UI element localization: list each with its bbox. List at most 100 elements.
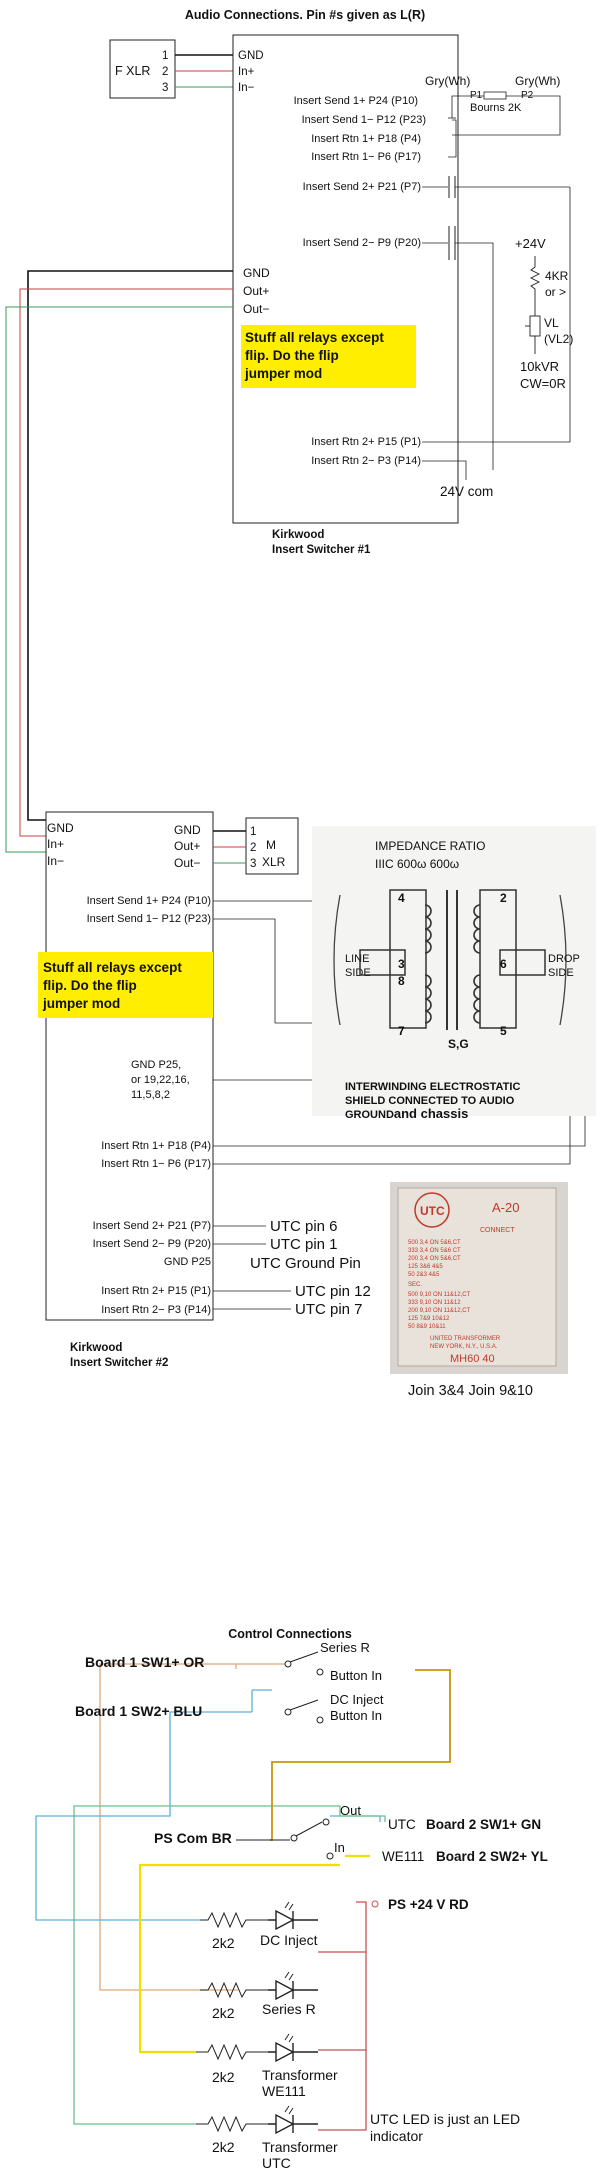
led-icon-2: [268, 1979, 318, 2001]
switch1-pivot: [284, 1660, 292, 1668]
coil-right-bot: [473, 974, 481, 1024]
line-side-2: SIDE: [345, 967, 371, 979]
sw1-note-line1: Stuff all relays except: [245, 330, 384, 345]
photo-code: MH60 40: [450, 1353, 495, 1365]
utc-pin-7: UTC pin 7: [295, 1301, 363, 1318]
sw1-note-line3: jumper mod: [244, 366, 322, 381]
t-pin-6: 6: [500, 957, 507, 971]
resistor-4: [196, 2115, 268, 2133]
led-name-1: DC Inject: [260, 1932, 318, 1948]
label-sw2-blu: Board 1 SW2+ BLU: [75, 1703, 202, 1719]
t-pin-8: 8: [398, 974, 405, 988]
label-sw1-or: Board 1 SW1+ OR: [85, 1654, 204, 1670]
t-sg: S,G: [448, 1037, 469, 1051]
sw1-out-gnd: GND: [243, 266, 270, 280]
core-left: [389, 889, 427, 1029]
label-ps-com: PS Com BR: [154, 1830, 232, 1846]
led-row-2: 2k2 Series R: [200, 1971, 318, 2021]
wire-orange-sw1: [99, 1663, 285, 1991]
sw2-out-plus: Out+: [174, 839, 200, 853]
led-icon-3: [268, 2041, 318, 2063]
led-arrows-2: [284, 1971, 294, 1981]
bracket-right: [559, 894, 567, 1026]
mxlr-pin-2: 2: [250, 842, 256, 854]
mxlr-label-2: XLR: [262, 855, 286, 869]
ground-text: GROUNDand chassis: [345, 1106, 468, 1121]
led-icon-4: [268, 2113, 318, 2135]
photo-row: 333 9,10 ON 11&12: [408, 1300, 461, 1306]
send2m-wire-out: [455, 242, 494, 470]
pot-cw: CW=0R: [520, 376, 566, 391]
label-in: In: [334, 1840, 345, 1855]
led-row-1: 2k2 DC Inject: [200, 1901, 318, 1951]
wire-gnd-sw1-sw2: [27, 270, 233, 821]
sw2-out-gnd: GND: [174, 823, 201, 837]
sw1-pin-send2m: Insert Send 2− P9 (P20): [303, 237, 421, 249]
pot-10kvr: 10kVR: [520, 359, 559, 374]
t-pin-4: 4: [398, 891, 405, 905]
bourns-resistor: [483, 91, 507, 100]
photo-row: 200 3,4 ON 5&6,CT: [408, 1256, 461, 1262]
sw1-pin-send1p: Insert Send 1+ P24 (P10): [294, 95, 418, 107]
mxlr-box: [245, 817, 299, 875]
photo-connect: CONNECT: [480, 1227, 515, 1234]
sw2-name-line1: Kirkwood: [70, 1342, 122, 1354]
label-dc-inject-btn: DC Inject: [330, 1692, 384, 1707]
sw1-in-plus: In+: [238, 66, 255, 78]
res-label-3: 2k2: [212, 2069, 235, 2085]
sw2-pin-send1p: Insert Send 1+ P24 (P10): [87, 895, 211, 907]
t-pin-2: 2: [500, 891, 507, 905]
pot-vl2: (VL2): [544, 332, 573, 346]
sw1-pin-send2p: Insert Send 2+ P21 (P7): [303, 181, 421, 193]
control-title: Control Connections: [228, 1627, 352, 1641]
sw1-pin-rtn1m: Insert Rtn 1− P6 (P17): [311, 151, 421, 163]
wire-plus-sw1-sw2: [19, 288, 233, 837]
sw1-name-line1: Kirkwood: [272, 529, 324, 541]
photo-row: 50 8&9 10&11: [408, 1324, 446, 1330]
bourns-loop-right: [452, 95, 561, 136]
sw1-note-line2: flip. Do the flip: [245, 348, 339, 363]
sw2-gnd-block-3: 11,5,8,2: [131, 1089, 170, 1101]
audio-title: Audio Connections. Pin #s given as L(R): [185, 8, 425, 22]
mxlr-pin-3: 3: [250, 858, 256, 870]
fxlr-box: [109, 39, 176, 99]
label-utc: UTC: [388, 1817, 416, 1832]
mxlr-label-1: M: [266, 838, 276, 852]
led-name-2: Series R: [262, 2001, 316, 2017]
ground-word: GROUND: [345, 1109, 394, 1121]
switch1-arm: [289, 1651, 319, 1663]
drop-side-1: DROP: [548, 953, 580, 965]
utc-led-note-2: indicator: [370, 2128, 423, 2144]
label-button-in-1: Button In: [330, 1668, 382, 1683]
t-pin-3: 3: [398, 957, 405, 971]
drop-side-2: SIDE: [548, 967, 574, 979]
sw2-gnd-block-1: GND P25,: [131, 1059, 181, 1071]
led-name-3a: Transformer: [262, 2067, 338, 2083]
led-name-4a: Transformer: [262, 2139, 338, 2155]
photo-caption: Join 3&4 Join 9&10: [408, 1383, 533, 1399]
wire-red-bus: [318, 1901, 367, 2131]
photo-plate: [397, 1187, 557, 1367]
shield-text-2: SHIELD CONNECTED TO AUDIO: [345, 1095, 515, 1107]
sw1-pin-rtn2p: Insert Rtn 2+ P15 (P1): [311, 436, 421, 448]
label-we111: WE111: [382, 1849, 424, 1864]
led-arrows-1: [284, 1901, 294, 1911]
pot-p1: P1: [470, 90, 483, 101]
wire-minus-sw1-sw2: [5, 306, 233, 853]
photo-row: SEC.: [408, 1282, 422, 1288]
sw2-name-line2: Insert Switcher #2: [70, 1357, 168, 1369]
label-ps24: PS +24 V RD: [388, 1897, 469, 1912]
fxlr-label: F XLR: [115, 64, 150, 78]
sw2-pin-rtn1p: Insert Rtn 1+ P18 (P4): [101, 1140, 211, 1152]
mxlr-pin-1: 1: [250, 826, 256, 838]
sw2-gnd-block-2: or 19,22,16,: [131, 1074, 190, 1086]
relay-out-contact: [322, 1818, 330, 1826]
pot-gry2: Gry(Wh): [515, 74, 560, 88]
photo-row: 50 2&3 4&5: [408, 1272, 440, 1278]
pot-com: 24V com: [440, 484, 493, 499]
res-label-1: 2k2: [212, 1935, 235, 1951]
sw2-note-highlight: [38, 952, 213, 1018]
photo-row: 200 9,10 ON 11&12,CT: [408, 1308, 471, 1314]
sw1-pin-send1m: Insert Send 1− P12 (P23): [302, 114, 426, 126]
sw1-in-gnd: GND: [238, 50, 264, 62]
